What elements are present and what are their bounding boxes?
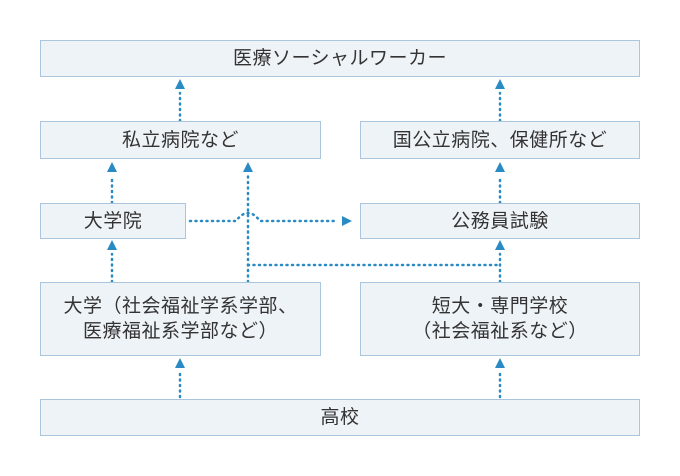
arrowhead-up (495, 358, 505, 368)
arrowhead-up (243, 162, 253, 172)
arrowhead-up (175, 79, 185, 89)
node-graduate-school: 大学院 (40, 203, 186, 239)
node-civil-exam: 公務員試験 (360, 203, 640, 239)
node-private-hospital: 私立病院など (40, 121, 321, 159)
node-private-hospital-label: 私立病院など (121, 128, 239, 151)
connector-graduate-to-civil-exam (188, 211, 340, 223)
node-high-school-label: 高校 (320, 406, 360, 429)
node-social-worker: 医療ソーシャルワーカー (40, 40, 640, 77)
node-junior-college-label-line1: 短大・専門学校 (431, 295, 569, 318)
node-junior-college-label-line2: （社会福祉系など） (412, 320, 588, 342)
node-public-hospital-label: 国公立病院、保健所など (392, 128, 608, 151)
arrowhead-up (107, 162, 117, 172)
arrowhead-up (107, 240, 117, 250)
arrowhead-up (495, 240, 505, 250)
node-high-school: 高校 (40, 399, 640, 436)
node-university: 大学（社会福祉学系学部、 医療福祉系学部など） (40, 282, 321, 356)
node-civil-exam-label: 公務員試験 (451, 209, 549, 232)
arrowhead-up (495, 162, 505, 172)
node-university-label-line1: 大学（社会福祉学系学部、 (63, 295, 298, 318)
node-social-worker-label: 医療ソーシャルワーカー (232, 47, 448, 70)
node-graduate-school-label: 大学院 (83, 209, 143, 232)
arrowhead-up (495, 79, 505, 89)
arrowhead-up (175, 358, 185, 368)
node-public-hospital: 国公立病院、保健所など (360, 121, 640, 159)
node-junior-college: 短大・専門学校 （社会福祉系など） (360, 282, 640, 356)
arrowhead-right (342, 216, 352, 226)
node-university-label-line2: 医療福祉系学部など） (82, 320, 278, 342)
